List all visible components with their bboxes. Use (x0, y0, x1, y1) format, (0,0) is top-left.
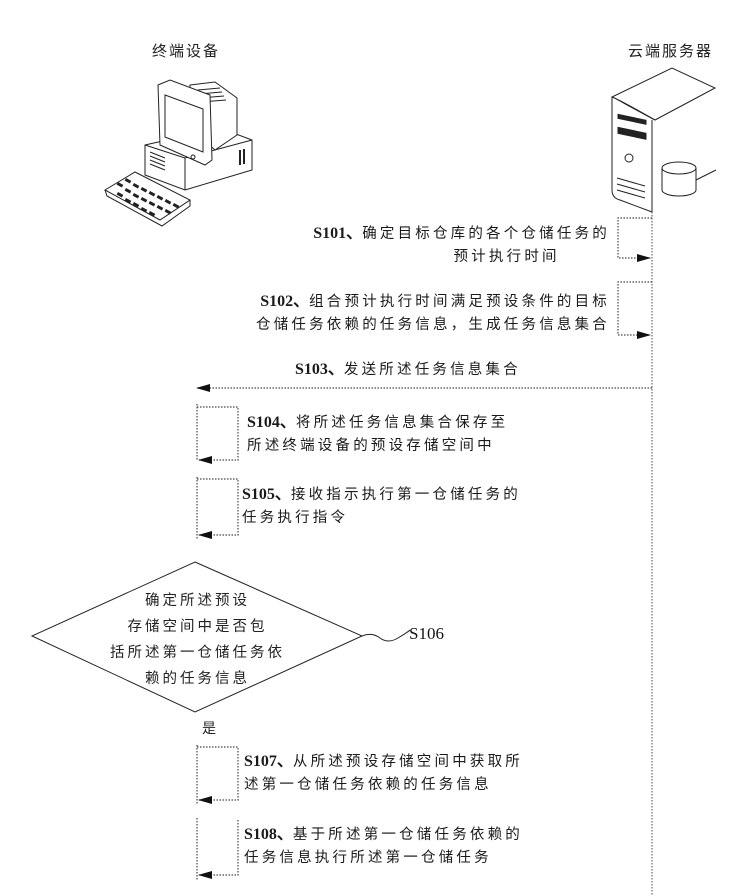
decision-line: 赖的任务信息 (145, 671, 250, 687)
decision-line: 确定所述预设 (145, 593, 250, 609)
step-s105: S105、接收指示执行第一仓储任务的 任务执行指令 (242, 483, 521, 530)
step-text-line2: 预计执行时间 (453, 249, 560, 265)
s101-loop-arrow (617, 217, 652, 262)
s102-loop-arrow (617, 281, 652, 339)
s107-loop-arrow (197, 745, 239, 805)
step-text-line1: 组合预计执行时间满足预设条件的目标 (309, 294, 610, 310)
actor-label-terminal: 终端设备 (152, 42, 221, 60)
step-text-line1: 从所述预设存储空间中获取所 (292, 754, 524, 770)
step-s108: S108、基于所述第一仓储任务依赖的 任务信息执行所述第一仓储任务 (244, 823, 523, 870)
decision-text: 确定所述预设 存储空间中是否包 括所述第一仓储任务依 赖的任务信息 (70, 588, 325, 692)
decision-diamond (30, 561, 364, 713)
step-text-line2: 述第一仓储任务依赖的任务信息 (244, 777, 492, 793)
decision-step-label: S106 (409, 624, 444, 643)
step-s103: S103、发送所述任务信息集合 (295, 358, 521, 382)
server-database-icon (610, 67, 717, 213)
step-text-line2: 任务执行指令 (242, 510, 349, 526)
step-text-line1: 基于所述第一仓储任务依赖的 (292, 827, 524, 843)
step-code: S105、 (242, 486, 291, 503)
step-text-line1: 确定目标仓库的各个仓储任务的 (362, 226, 610, 242)
s108-loop-arrow (197, 818, 239, 880)
desktop-computer-icon (103, 79, 253, 227)
step-text-line1: 将所述任务信息集合保存至 (295, 415, 509, 431)
step-text-line2: 所述终端设备的预设存储空间中 (247, 438, 495, 454)
step-code: S104、 (247, 414, 296, 431)
s104-loop-arrow (197, 404, 239, 460)
actor-label-server: 云端服务器 (628, 42, 714, 60)
step-code: S101、 (313, 225, 363, 242)
s105-loop-arrow (197, 477, 239, 540)
step-code: S107、 (244, 753, 293, 770)
s106-leader-line (361, 629, 411, 642)
step-text-line1: 接收指示执行第一仓储任务的 (290, 487, 522, 503)
step-code: S108、 (244, 826, 293, 843)
step-s104: S104、将所述任务信息集合保存至 所述终端设备的预设存储空间中 (247, 411, 508, 458)
step-s101: S101、确定目标仓库的各个仓储任务的 预计执行时间 (313, 222, 610, 269)
step-s102: S102、组合预计执行时间满足预设条件的目标 仓储任务依赖的任务信息，生成任务信… (256, 290, 610, 337)
step-code: S102、 (260, 293, 310, 310)
decision-line: 存储空间中是否包 (127, 619, 268, 635)
step-text-line1: 发送所述任务信息集合 (343, 362, 521, 378)
step-text-line2: 任务信息执行所述第一仓储任务 (244, 850, 492, 866)
step-text-line2: 仓储任务依赖的任务信息，生成任务信息集合 (256, 317, 610, 333)
decision-yes-label: 是 (202, 721, 216, 737)
decision-line: 括所述第一仓储任务依 (110, 645, 285, 661)
step-s107: S107、从所述预设存储空间中获取所 述第一仓储任务依赖的任务信息 (244, 750, 523, 797)
step-code: S103、 (295, 361, 344, 378)
